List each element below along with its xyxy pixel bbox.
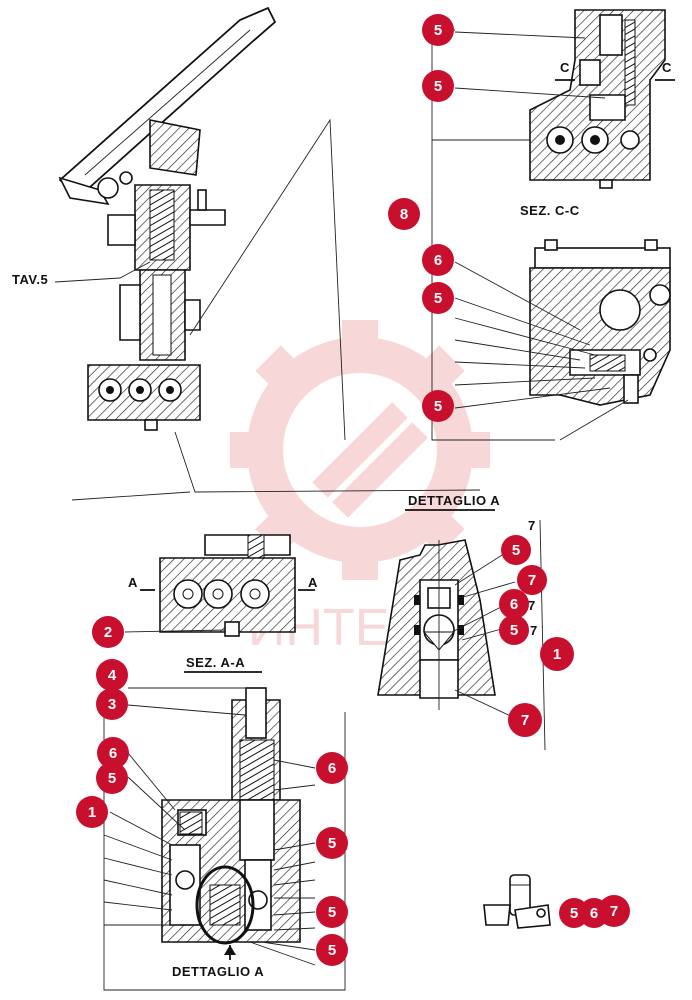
svg-text:6: 6 bbox=[434, 252, 442, 269]
svg-text:7: 7 bbox=[521, 712, 529, 729]
callout-21: 5 bbox=[316, 896, 348, 928]
svg-text:5: 5 bbox=[328, 942, 336, 959]
section-view-top-right bbox=[529, 9, 675, 189]
callout-2: 5 bbox=[422, 70, 454, 102]
callout-25: 7 bbox=[598, 895, 630, 927]
callout-7: 5 bbox=[501, 535, 531, 565]
callout-20: 5 bbox=[316, 827, 348, 859]
svg-text:5: 5 bbox=[108, 770, 116, 787]
svg-text:5: 5 bbox=[570, 905, 578, 922]
callout-10: 5 bbox=[499, 615, 529, 645]
callout-9: 6 bbox=[499, 589, 529, 619]
svg-text:6: 6 bbox=[510, 596, 518, 613]
sez-cc-label: SEZ. C-C bbox=[520, 203, 580, 218]
svg-text:5: 5 bbox=[434, 398, 442, 415]
svg-text:4: 4 bbox=[108, 667, 117, 684]
svg-text:7: 7 bbox=[610, 903, 618, 920]
c-right-label: C bbox=[662, 60, 672, 75]
seven-d: 7 bbox=[530, 623, 538, 638]
callout-4: 6 bbox=[422, 244, 454, 276]
svg-text:5: 5 bbox=[328, 835, 336, 852]
svg-text:3: 3 bbox=[108, 696, 116, 713]
svg-text:5: 5 bbox=[434, 290, 442, 307]
callout-1: 5 bbox=[422, 14, 454, 46]
callout-3: 8 bbox=[388, 198, 420, 230]
a-right-label: A bbox=[308, 575, 318, 590]
callout-14: 4 bbox=[96, 659, 128, 691]
pedal-valve-assembly bbox=[58, 6, 277, 431]
dettaglio-a-bottom-label: DETTAGLIO A bbox=[172, 964, 264, 979]
c-left-label: C bbox=[560, 60, 570, 75]
sez-aa-label: SEZ. A-A bbox=[186, 655, 245, 670]
svg-text:6: 6 bbox=[328, 760, 336, 777]
detail-a-view bbox=[377, 539, 496, 710]
callout-5: 5 bbox=[422, 282, 454, 314]
callout-6: 5 bbox=[422, 390, 454, 422]
seven-c: 7 bbox=[528, 598, 536, 613]
callout-15: 3 bbox=[96, 688, 128, 720]
callout-19: 6 bbox=[316, 752, 348, 784]
callout-16: 6 bbox=[97, 737, 129, 769]
watermark-logo: ИНТЕ bbox=[230, 320, 490, 657]
callout-17: 5 bbox=[96, 762, 128, 794]
valve-block-mid bbox=[140, 534, 315, 637]
svg-text:5: 5 bbox=[434, 22, 442, 39]
callout-11: 1 bbox=[540, 637, 574, 671]
section-view-aa bbox=[103, 687, 346, 991]
callout-8: 7 bbox=[517, 565, 547, 595]
callout-22: 5 bbox=[316, 934, 348, 966]
svg-text:6: 6 bbox=[590, 905, 598, 922]
svg-text:5: 5 bbox=[510, 622, 518, 639]
svg-text:5: 5 bbox=[512, 542, 520, 559]
svg-text:5: 5 bbox=[434, 78, 442, 95]
svg-text:6: 6 bbox=[109, 745, 117, 762]
svg-text:7: 7 bbox=[528, 572, 536, 589]
callout-13: 2 bbox=[92, 616, 124, 648]
dettaglio-a-top-label: DETTAGLIO A bbox=[408, 493, 500, 508]
callout-18: 1 bbox=[76, 796, 108, 828]
section-view-cc bbox=[529, 239, 671, 406]
svg-text:1: 1 bbox=[553, 646, 561, 663]
svg-text:5: 5 bbox=[328, 904, 336, 921]
tav-label: TAV.5 bbox=[12, 272, 48, 287]
a-left-label: A bbox=[128, 575, 138, 590]
callout-12: 7 bbox=[508, 703, 542, 737]
seven-a: 7 bbox=[528, 518, 536, 533]
small-parts-kit bbox=[483, 874, 551, 929]
svg-text:8: 8 bbox=[400, 206, 408, 223]
svg-text:1: 1 bbox=[88, 804, 96, 821]
svg-text:2: 2 bbox=[104, 624, 112, 641]
